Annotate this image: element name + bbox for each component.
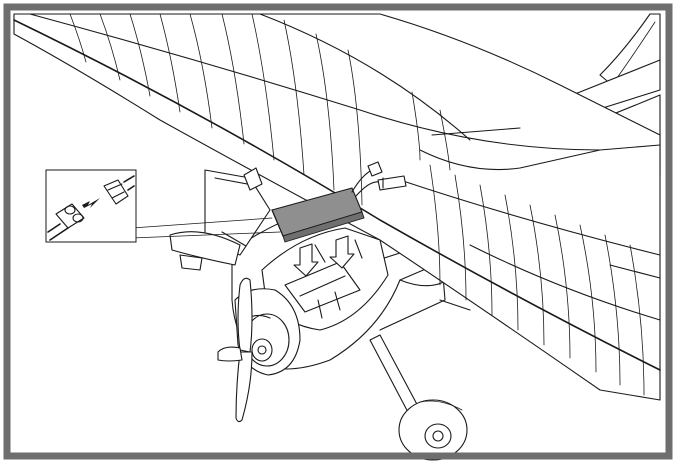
- wing-strut: [439, 299, 471, 311]
- hatch-cover: [169, 167, 271, 271]
- wing-ribs: [69, 13, 451, 206]
- battery-pack: [271, 161, 407, 243]
- callout-leaders: [131, 217, 281, 239]
- outer-border: [3, 3, 673, 460]
- battery-bay: [261, 227, 389, 331]
- connector-detail-callout: [45, 169, 137, 243]
- right-wing-ribs: [429, 164, 645, 396]
- insert-arrows: [293, 235, 355, 277]
- landing-gear: [369, 334, 468, 461]
- propeller: [217, 277, 253, 423]
